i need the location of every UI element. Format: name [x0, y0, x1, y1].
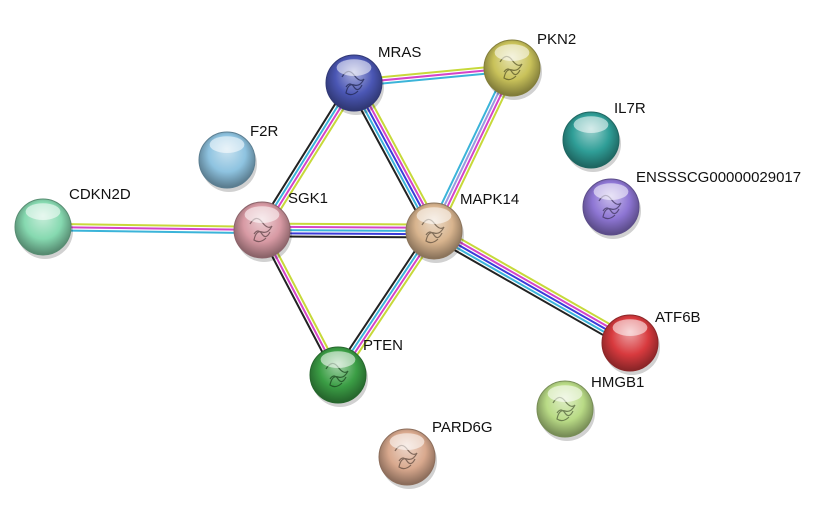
edge-evidence-line [41, 229, 263, 235]
node-pard6g[interactable]: PARD6G [378, 419, 493, 489]
node-label: CDKN2D [69, 186, 131, 203]
node-highlight [573, 116, 609, 133]
node-highlight [389, 433, 425, 450]
node-f2r[interactable]: F2R [198, 123, 279, 192]
edge-evidence-line [429, 235, 628, 350]
node-highlight [25, 203, 61, 221]
node-highlight [336, 59, 372, 76]
edge-evidence-line [42, 222, 264, 228]
node-atf6b[interactable]: ATF6B [601, 309, 701, 375]
node-label: MRAS [378, 44, 421, 61]
node-highlight [209, 136, 245, 154]
node-label: PKN2 [537, 31, 576, 48]
node-hmgb1[interactable]: HMGB1 [536, 374, 644, 441]
edge-evidence-line [340, 232, 439, 379]
edge-evidence-line [338, 230, 437, 377]
edge-pkn2-mapk14[interactable] [428, 64, 518, 235]
edge-mras-sgk1[interactable] [256, 79, 360, 234]
edge-evidence-line [42, 226, 263, 231]
edge-evidence-line [358, 78, 441, 229]
node-label: IL7R [614, 100, 646, 117]
edge-evidence-line [262, 82, 357, 232]
edge-evidence-line [434, 67, 515, 233]
edges-layer [41, 63, 635, 379]
node-label: PARD6G [432, 419, 493, 436]
edge-evidence-line [256, 79, 351, 229]
node-enssscg00000029017[interactable]: ENSSSCG00000029017 [582, 169, 801, 239]
edge-evidence-line [431, 66, 512, 232]
edge-evidence-line [265, 84, 360, 234]
node-mras[interactable]: MRAS [325, 44, 421, 115]
edge-evidence-line [433, 230, 631, 344]
edge-evidence-line [437, 69, 518, 235]
node-label: MAPK14 [460, 191, 519, 208]
node-label: SGK1 [288, 190, 328, 207]
edge-evidence-line [431, 232, 630, 347]
node-label: ATF6B [655, 309, 701, 326]
node-highlight [416, 207, 452, 225]
edge-cdkn2d-sgk1[interactable] [41, 222, 264, 235]
edge-evidence-line [261, 222, 436, 226]
node-label: PTEN [363, 337, 403, 354]
edge-evidence-line [428, 64, 509, 230]
edge-evidence-line [261, 229, 435, 232]
node-highlight [320, 351, 356, 368]
node-cdkn2d[interactable]: CDKN2D [14, 186, 131, 259]
edge-sgk1-mapk14[interactable] [260, 222, 436, 239]
edge-evidence-line [434, 227, 633, 342]
edge-evidence-line [261, 225, 436, 229]
edge-evidence-line [260, 235, 435, 239]
edge-evidence-line [259, 81, 354, 231]
node-sgk1[interactable]: SGK1 [233, 190, 328, 262]
node-highlight [593, 183, 629, 201]
edge-evidence-line [347, 85, 430, 236]
edge-mapk14-pten[interactable] [333, 227, 439, 379]
node-label: F2R [250, 123, 279, 140]
node-highlight [494, 44, 530, 61]
node-highlight [612, 319, 648, 336]
edge-evidence-line [333, 227, 432, 374]
node-highlight [547, 385, 583, 402]
node-mapk14[interactable]: MAPK14 [405, 191, 519, 263]
node-label: HMGB1 [591, 374, 644, 391]
edge-evidence-line [335, 229, 434, 376]
node-highlight [244, 206, 280, 224]
node-pten[interactable]: PTEN [309, 337, 403, 407]
node-pkn2[interactable]: PKN2 [483, 31, 576, 100]
node-il7r[interactable]: IL7R [562, 100, 646, 172]
edge-evidence-line [436, 224, 635, 339]
edge-mapk14-atf6b[interactable] [429, 224, 635, 350]
node-label: ENSSSCG00000029017 [636, 169, 801, 186]
edge-evidence-line [260, 232, 435, 236]
